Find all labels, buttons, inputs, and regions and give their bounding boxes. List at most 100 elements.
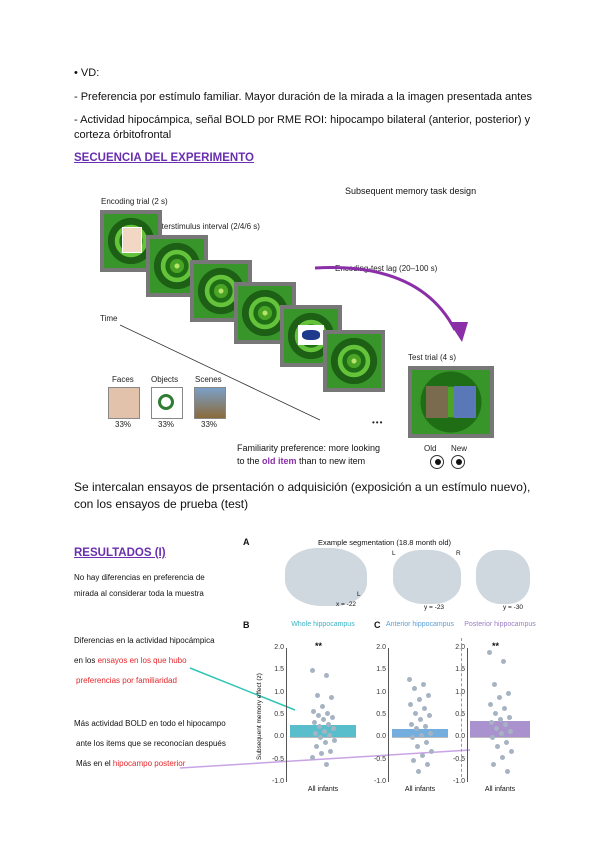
chart-title: Posterior hippocampus xyxy=(464,621,536,628)
y-tick-label: 0.0 xyxy=(376,733,386,741)
x-category-label: All infants xyxy=(307,786,339,793)
y-tick-label: 0.5 xyxy=(376,711,386,718)
data-point xyxy=(330,715,335,721)
data-point xyxy=(419,733,424,739)
data-point xyxy=(312,719,317,725)
y-tick-label: -0.5 xyxy=(452,755,465,763)
y-tick-label: -0.5 xyxy=(373,755,386,763)
note-line-1: - Preferencia por estímulo familiar. May… xyxy=(74,91,532,103)
isi-label: Interstimulus interval (2/4/6 s) xyxy=(155,222,260,231)
y-tick-label: 2.0 xyxy=(455,644,465,651)
category-faces: Faces xyxy=(112,375,134,384)
bar xyxy=(470,721,530,738)
result-p1a: No hay diferencias en preferencia de xyxy=(74,573,205,582)
y-tick-label: -1.0 xyxy=(271,778,284,785)
y-axis-line xyxy=(388,648,389,782)
time-label: Time xyxy=(100,314,118,323)
data-point xyxy=(325,710,330,716)
data-point xyxy=(320,704,325,710)
test-label: Test trial (4 s) xyxy=(408,353,457,362)
note-line-2a: - Actividad hipocámpica, señal BOLD por … xyxy=(74,114,531,126)
data-point xyxy=(501,659,506,665)
data-point xyxy=(322,728,327,734)
data-point xyxy=(317,724,322,730)
data-point xyxy=(328,748,333,754)
y-tick-label: -1.0 xyxy=(452,778,465,785)
data-point xyxy=(422,706,427,712)
encoding-label: Encoding trial (2 s) xyxy=(101,197,168,206)
data-point xyxy=(506,690,511,696)
result-p2a: Diferencias en la actividad hipocámpica xyxy=(74,636,215,645)
data-point xyxy=(313,730,318,736)
scan-l-label-1: L xyxy=(357,591,361,598)
object-example xyxy=(151,387,183,419)
pct-faces: 33% xyxy=(115,420,132,429)
data-point xyxy=(421,681,426,687)
data-point xyxy=(503,721,508,727)
data-point xyxy=(316,713,321,718)
data-point xyxy=(324,672,329,678)
significance-mark: ** xyxy=(492,641,500,651)
new-label: New xyxy=(451,444,468,453)
zero-line xyxy=(290,737,356,739)
data-point xyxy=(327,733,332,739)
result-p1b: mirada al considerar toda la muestra xyxy=(74,589,204,598)
eye-icon-new xyxy=(451,455,465,469)
data-point xyxy=(488,701,493,707)
data-point xyxy=(423,724,428,730)
data-point xyxy=(315,692,320,698)
y-coordinate-2: y = -30 xyxy=(503,604,524,611)
y-axis-label: Subsequent memory effect (z) xyxy=(256,673,263,760)
result-p3c: Más en el hipocampo posterior xyxy=(76,759,186,768)
data-point xyxy=(310,755,315,761)
old-scene-image xyxy=(426,386,448,418)
data-point xyxy=(311,708,316,714)
lag-arrow xyxy=(314,266,457,331)
data-point xyxy=(411,757,416,763)
data-point xyxy=(318,735,323,741)
data-point xyxy=(417,697,422,703)
figure-title: Subsequent memory task design xyxy=(345,186,477,196)
isi-tile-2 xyxy=(190,260,252,322)
old-label: Old xyxy=(424,444,437,453)
pct-objects: 33% xyxy=(158,420,175,429)
data-point xyxy=(324,762,329,768)
para-line-2: con los ensayos de prueba (test) xyxy=(74,497,249,511)
data-point xyxy=(420,753,425,759)
y-tick-label: 1.5 xyxy=(376,666,386,674)
data-point xyxy=(424,739,429,745)
data-point xyxy=(425,762,430,768)
posterior-pointer xyxy=(179,749,471,769)
face-example xyxy=(108,387,140,419)
y-tick-label: 1.5 xyxy=(455,666,465,674)
sagittal-scan xyxy=(285,548,367,606)
data-point xyxy=(332,737,337,743)
y-tick-label: 0.5 xyxy=(274,711,284,718)
section-title-results: RESULTADOS (I) xyxy=(74,547,166,559)
data-point xyxy=(509,748,514,754)
y-tick-label: 1.0 xyxy=(376,688,386,696)
data-point xyxy=(319,750,324,756)
data-point xyxy=(410,735,415,741)
object-stimulus xyxy=(298,325,324,345)
data-point xyxy=(415,744,420,750)
data-point xyxy=(413,710,418,716)
panel-divider xyxy=(461,638,462,782)
category-objects: Objects xyxy=(151,375,179,384)
lag-arrowhead xyxy=(449,322,468,342)
new-scene-image xyxy=(454,386,476,418)
para-line-1: Se intercalan ensayos de prsentación o a… xyxy=(74,480,531,494)
y-tick-label: 0.0 xyxy=(274,733,284,741)
result-p3a: Más actividad BOLD en todo el hipocampo xyxy=(74,719,226,728)
isi-tile-4 xyxy=(323,330,385,392)
data-point xyxy=(497,695,502,701)
scene-example xyxy=(194,387,226,419)
data-point xyxy=(426,692,431,698)
pct-scenes: 33% xyxy=(201,420,218,429)
data-point xyxy=(505,768,510,774)
face-stimulus xyxy=(122,227,142,253)
panel-a-label: A xyxy=(243,537,250,547)
coronal-scan-2 xyxy=(476,550,530,604)
y-axis-line xyxy=(467,648,468,782)
